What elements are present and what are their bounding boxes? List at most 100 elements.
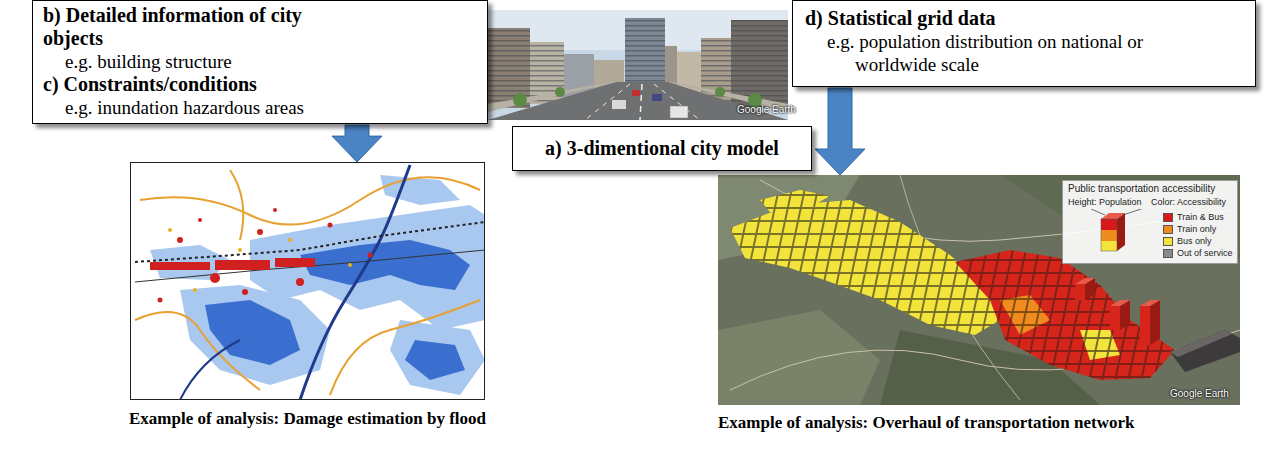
flood-map-shape — [230, 170, 243, 240]
city-photo-shape — [513, 93, 527, 107]
city-photo-shape — [488, 28, 530, 108]
city-photo-shape — [625, 18, 665, 82]
city-photo-shape — [585, 84, 630, 120]
height-bar-icon-shape — [1101, 219, 1117, 251]
grid-map-shape-shape — [1075, 284, 1085, 300]
flood-map-shape-shape — [257, 229, 263, 235]
legend-box: Public transportation accessibilityHeigh… — [1062, 180, 1238, 264]
flood-map-shape — [180, 340, 240, 400]
grid-map-shape-shape — [1140, 300, 1160, 306]
callout-heading: d) Statistical grid data — [805, 7, 1243, 30]
grid-map-shape — [1080, 330, 1120, 360]
flood-map-shape-shape — [368, 253, 373, 258]
flood-map-shape-shape — [348, 263, 352, 267]
figure-caption: Example of analysis: Damage estimation b… — [129, 409, 486, 429]
flood-map-shape-shape — [242, 289, 248, 295]
grid-map-shape-shape — [1140, 306, 1150, 345]
height-bar-icon-shape — [1123, 209, 1147, 215]
grid-map-shape — [955, 250, 1175, 380]
flood-map-shape — [135, 222, 485, 262]
flood-map-shape — [140, 177, 480, 224]
flood-map-shape — [300, 165, 410, 400]
city-photo-shape — [488, 82, 788, 120]
flood-map-shape-shape — [328, 223, 333, 228]
flow-arrow — [332, 125, 382, 162]
callout-heading: c) Constraints/conditions — [43, 73, 477, 96]
flood-map-shape-shape — [158, 298, 163, 303]
flood-map-shape-shape — [273, 208, 277, 212]
flow-arrow — [815, 88, 865, 175]
city-photo-shape — [731, 20, 788, 108]
legend-swatch — [1163, 249, 1173, 258]
grid-map-shape-shape — [1150, 300, 1160, 345]
box-title: a) 3-dimentional city model — [523, 137, 801, 160]
city-photo-shape — [654, 84, 700, 120]
flood-map-shape-shape — [288, 238, 292, 242]
flood-map-shape — [131, 163, 485, 400]
grid-map-shape — [1075, 278, 1160, 345]
info-callout: d) Statistical grid datae.g. population … — [792, 0, 1256, 87]
grid-map-shape — [760, 190, 830, 212]
city-photo-shape — [640, 84, 642, 120]
legend-text: Out of service — [1177, 248, 1233, 259]
flood-map-shape — [330, 300, 480, 395]
legend-text: Train & Bus — [1177, 212, 1224, 223]
legend-axis-label: Height: Population — [1068, 197, 1142, 207]
watermark: Google Earth — [737, 104, 796, 115]
height-bar-icon-shape — [1117, 213, 1125, 251]
height-bar-icon-shape — [1101, 230, 1117, 241]
city-photo-shape — [652, 94, 662, 101]
grid-map-shape — [1170, 330, 1232, 357]
legend-text: Bus only — [1177, 236, 1212, 247]
callout-text: e.g. building structure — [43, 50, 477, 73]
height-bar-icon-shape — [1101, 219, 1117, 230]
flood-map-shape-shape — [177, 237, 183, 243]
callout-heading: b) Detailed information of city objects — [43, 4, 363, 50]
legend-swatch — [1163, 237, 1173, 246]
legend-swatch — [1163, 213, 1173, 222]
city-photo-shape — [731, 20, 788, 108]
flood-map — [130, 162, 485, 400]
legend-axis-label: Color: Accessibility — [1151, 197, 1226, 207]
legend-title: Public transportation accessibility — [1068, 183, 1215, 194]
city-photo-shape — [555, 87, 565, 97]
city-photo — [488, 10, 788, 120]
city-photo-shape — [612, 100, 626, 109]
watermark: Google Earth — [1170, 388, 1229, 399]
grid-map-shape — [1000, 295, 1050, 335]
flood-map-shape-shape — [210, 273, 220, 283]
city-photo-shape — [625, 18, 665, 82]
grid-map-shape-shape — [1075, 278, 1095, 284]
flood-map-shape-shape — [215, 260, 270, 270]
city-photo-shape — [715, 87, 725, 97]
grid-map-shape — [1170, 330, 1240, 372]
legend-swatch — [1163, 225, 1173, 234]
grid-map-shape — [718, 175, 1240, 405]
model-box: a) 3-dimentional city model — [512, 126, 812, 171]
flood-map-panel: Example of analysis: Damage estimation b… — [130, 162, 485, 400]
city-photo-shape — [488, 82, 616, 112]
callout-text: e.g. population distribution on national… — [805, 30, 1155, 76]
info-callout: b) Detailed information of city objectse… — [32, 0, 488, 124]
flood-map-shape-shape — [238, 248, 242, 252]
grid-map-shape — [730, 200, 1000, 335]
city-photo-shape — [488, 10, 788, 120]
flood-map-shape — [135, 312, 260, 390]
height-bar-icon — [1079, 209, 1149, 261]
city-photo-shape — [488, 28, 530, 108]
height-bar-icon-shape — [1101, 241, 1117, 251]
flood-map-shape — [135, 250, 485, 282]
grid-map-shape-shape — [1110, 306, 1120, 330]
flood-map-shape — [168, 228, 352, 292]
flood-map-shape-shape — [150, 262, 210, 270]
flood-map-shape-shape — [168, 228, 172, 232]
city-photo-shape — [670, 106, 688, 118]
flood-map-shape-shape — [275, 258, 315, 267]
flood-map-shape — [405, 340, 465, 380]
flood-map-shape-shape — [198, 218, 202, 222]
callout-text: e.g. inundation hazardous areas — [43, 96, 477, 119]
legend-text: Train only — [1177, 224, 1216, 235]
flood-map-shape-shape — [193, 288, 197, 292]
city-photo-shape — [748, 93, 762, 107]
grid-map-shape — [718, 310, 880, 405]
